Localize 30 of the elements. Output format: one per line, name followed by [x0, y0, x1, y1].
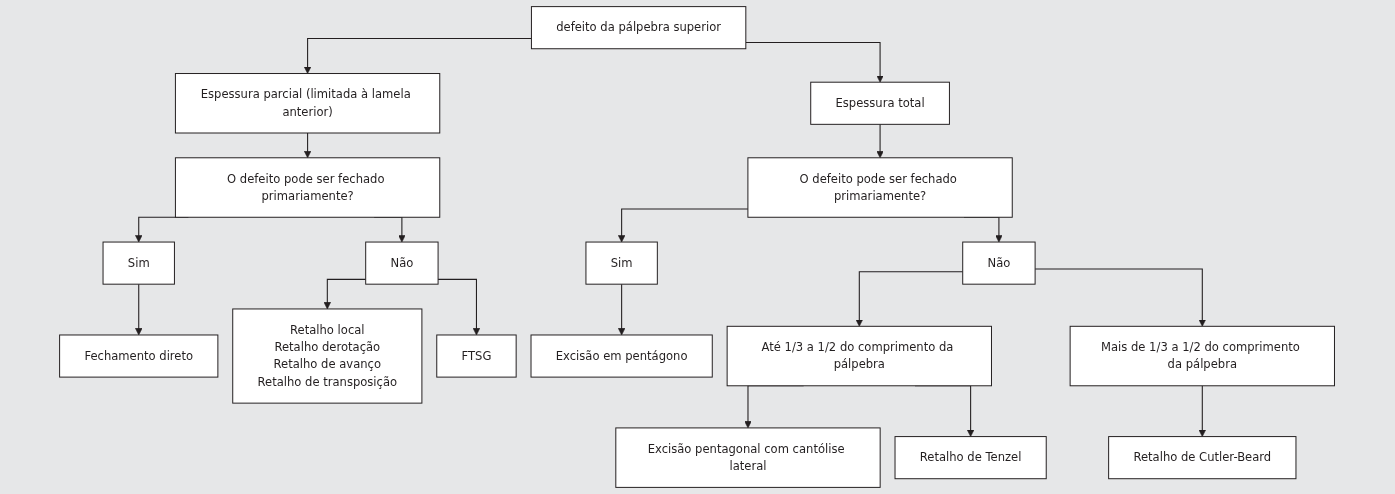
node-box: Sim: [103, 241, 176, 285]
arrow: [618, 208, 749, 243]
node-box: Retalho de Tenzel: [895, 436, 1048, 480]
node-box: Retalho de Cutler-Beard: [1108, 436, 1297, 480]
arrow: [856, 271, 964, 327]
arrow: [745, 42, 885, 83]
arrow: [618, 283, 626, 336]
arrow: [438, 278, 481, 336]
node-box: Não: [365, 241, 440, 285]
arrow: [304, 132, 312, 159]
node-box: Até 1/3 a 1/2 do comprimento da pálpebra: [727, 325, 993, 387]
node-box: Excisão em pentágono: [530, 334, 714, 378]
node-box: O defeito pode ser fechado primariamente?: [747, 157, 1014, 218]
node-box: Fechamento direto: [59, 334, 219, 378]
node-box: Não: [962, 241, 1037, 285]
arrow: [876, 123, 885, 159]
arrow: [1035, 268, 1207, 327]
node-box: Espessura parcial (limitada à lamela anterior): [175, 73, 441, 134]
node-box: Excisão pentagonal com cantólise lateral: [615, 427, 882, 488]
node-box: Sim: [585, 241, 659, 285]
arrow: [304, 37, 533, 74]
arrow: [1199, 385, 1207, 437]
arrow: [324, 278, 367, 310]
arrow: [135, 283, 143, 336]
node-box: defeito da pálpebra superior: [531, 6, 747, 50]
node-box: Retalho local Retalho derotação Retalho de avanço Retalho de transposição: [232, 308, 423, 404]
node-box: Espessura total: [810, 81, 951, 125]
node-box: Mais de 1/3 a 1/2 do comprimento da pálpebra: [1070, 325, 1336, 387]
node-box: O defeito pode ser fechado primariamente?: [175, 157, 441, 218]
node-box: FTSG: [436, 334, 518, 378]
